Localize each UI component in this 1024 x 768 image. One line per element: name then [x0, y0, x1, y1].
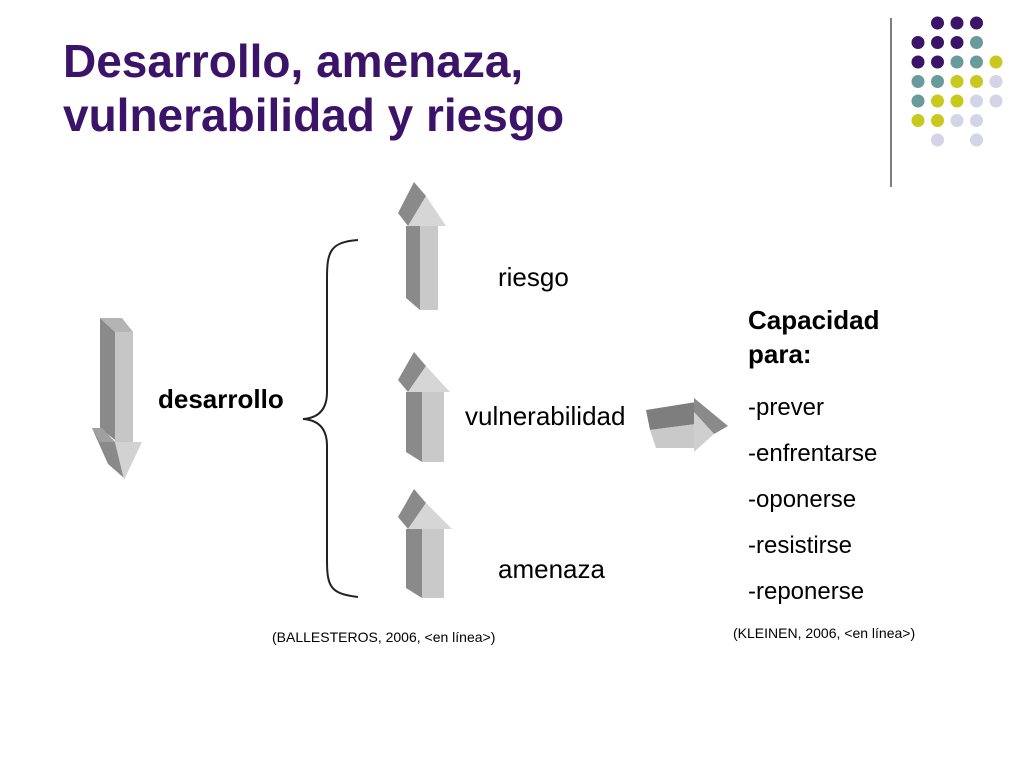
decorative-dot [931, 94, 944, 108]
right-arrow-icon [646, 398, 728, 452]
decorative-dot [989, 75, 1003, 88]
label-desarrollo: desarrollo [158, 384, 284, 414]
capacity-item-prever: -prever [748, 394, 825, 421]
decorative-dot [970, 36, 983, 49]
decorative-dot [911, 55, 925, 69]
decorative-dot [931, 114, 944, 127]
down-arrow-icon [92, 318, 142, 480]
decorative-dot [970, 94, 983, 108]
label-amenaza: amenaza [498, 554, 605, 584]
slide-title-line-2: vulnerabilidad y riesgo [63, 89, 565, 141]
label-riesgo: riesgo [498, 262, 569, 292]
grouping-brace [302, 239, 359, 598]
decorative-dot [970, 16, 983, 30]
slide-title: Desarrollo, amenaza, vulnerabilidad y ri… [63, 34, 564, 142]
label-vulnerabilidad: vulnerabilidad [465, 401, 626, 431]
decorative-dot [970, 133, 983, 147]
capacity-item-oponerse: -oponerse [748, 486, 857, 513]
decorative-dot [950, 114, 964, 127]
up-arrow-vulnerabilidad-icon [398, 352, 450, 462]
citation-kleinen: (KLEINEN, 2006, <en línea>) [733, 625, 916, 641]
capacity-heading-line-2: para: [748, 339, 812, 369]
decorative-dot [970, 55, 983, 69]
capacity-item-reponerse: -reponerse [748, 578, 865, 605]
decorative-dot [931, 36, 944, 49]
decorative-dot [931, 16, 944, 30]
up-arrow-amenaza-icon [398, 489, 452, 598]
decorative-dot [989, 94, 1003, 108]
slide-title-line-1: Desarrollo, amenaza, [63, 35, 524, 87]
decorative-dot [931, 55, 944, 69]
decorative-dot [911, 75, 925, 88]
decorative-dot-grid [890, 16, 1003, 187]
decorative-dot [931, 75, 944, 88]
citation-ballesteros: (BALLESTEROS, 2006, <en línea>) [272, 629, 496, 645]
decorative-dot [950, 16, 964, 30]
decorative-dot [950, 36, 964, 49]
capacity-item-enfrentarse: -enfrentarse [748, 440, 878, 467]
up-arrow-riesgo-icon [398, 182, 446, 310]
decorative-dot [950, 55, 964, 69]
decorative-dot [970, 75, 983, 88]
capacity-item-resistirse: -resistirse [748, 532, 853, 559]
decorative-dot [950, 94, 964, 108]
capacity-heading-line-1: Capacidad [748, 305, 880, 335]
decorative-dot [950, 75, 964, 88]
capacity-list: -prever -enfrentarse -oponerse -resistir… [748, 385, 877, 615]
decorative-dot [911, 114, 925, 127]
decorative-dot [989, 55, 1003, 69]
decorative-dot [911, 94, 925, 108]
capacity-heading: Capacidad para: [748, 303, 928, 371]
decorative-dot [970, 114, 983, 127]
decorative-dot [931, 133, 944, 147]
decorative-dot [911, 36, 925, 49]
